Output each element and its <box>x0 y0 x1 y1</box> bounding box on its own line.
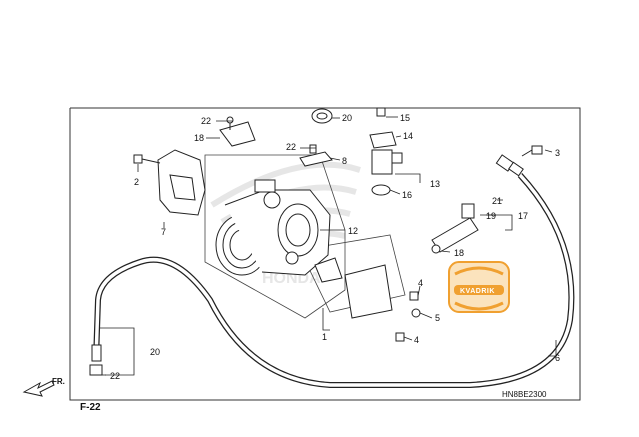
label-6: 7 <box>161 227 166 237</box>
label-10: 13 <box>430 179 440 189</box>
washer-5 <box>411 308 421 318</box>
label-20: 20 <box>342 113 352 123</box>
label-5: 5 <box>435 313 440 323</box>
label-4b: 4 <box>414 335 419 345</box>
label-12: 15 <box>400 113 410 123</box>
assembly-frame <box>69 107 581 401</box>
label-13: 16 <box>402 190 412 200</box>
label-16: 19 <box>486 211 496 221</box>
label-9: 12 <box>348 226 358 236</box>
label-17: 20 <box>150 347 160 357</box>
kvadrik-logo: KVADRIK <box>448 261 510 313</box>
label-3: 3 <box>555 148 560 158</box>
page-reference: F-22 <box>80 402 101 413</box>
label-1: 1 <box>322 332 327 342</box>
label-8: 6 <box>555 353 560 363</box>
screw-2 <box>133 154 161 164</box>
label-15: 18 <box>454 248 464 258</box>
part-number-labels: 22 18 20 22 8 15 14 13 16 3 21 19 17 18 … <box>110 113 560 381</box>
throttle-body <box>215 179 331 276</box>
hose-connector-bottom <box>89 344 103 376</box>
label-7: 8 <box>342 156 347 166</box>
label-22b: 22 <box>286 142 296 152</box>
sensor-10 <box>369 107 403 196</box>
diagram-code: HN8BE2300 <box>502 390 547 399</box>
label-18: 18 <box>194 133 204 143</box>
direction-label: FR. <box>52 377 65 386</box>
label-11: 14 <box>403 131 413 141</box>
kvadrik-logo-text: KVADRIK <box>460 288 495 295</box>
sensor-subframe <box>299 234 406 313</box>
front-direction-arrow: FR. <box>22 377 65 397</box>
part-20 <box>311 108 333 124</box>
leader-lines <box>96 116 557 376</box>
label-14: 17 <box>518 211 528 221</box>
sensor-1 <box>314 257 393 319</box>
bracket-6 <box>157 149 206 216</box>
bracket-18 <box>219 116 256 147</box>
bolt-3 <box>521 145 543 157</box>
label-22a: 22 <box>201 116 211 126</box>
injector-14 <box>431 203 479 254</box>
hose-connector-top <box>495 154 524 177</box>
label-21: 21 <box>492 196 502 206</box>
plate-7 <box>299 144 333 167</box>
label-19: 22 <box>110 371 120 381</box>
label-4a: 4 <box>418 278 423 288</box>
label-2: 2 <box>134 177 139 187</box>
